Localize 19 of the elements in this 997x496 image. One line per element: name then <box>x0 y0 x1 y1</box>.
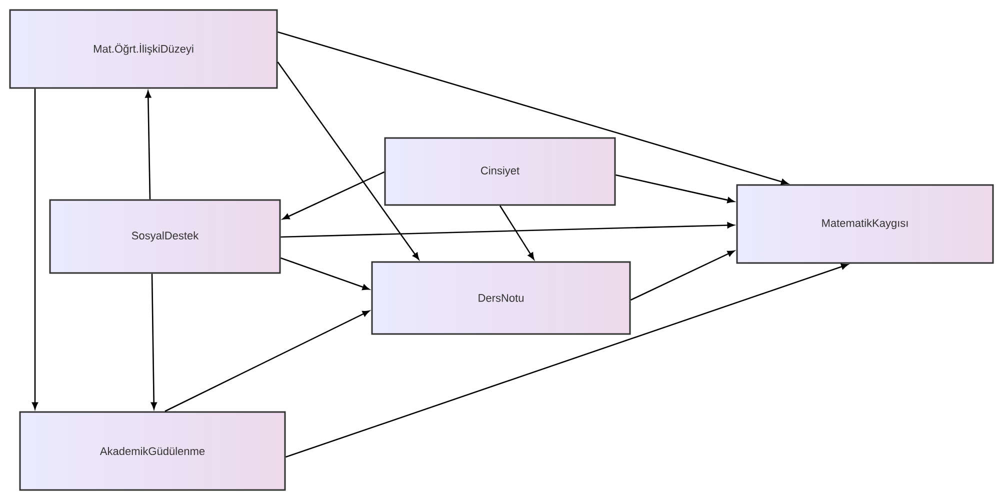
variable-box: SosyalDestek <box>49 199 281 274</box>
arrow <box>280 257 370 290</box>
arrow <box>277 62 420 260</box>
variable-box: DersNotu <box>371 261 631 335</box>
variable-box: AkademikGüdülenme <box>19 411 286 491</box>
arrow <box>150 274 157 410</box>
variable-box: Mat.Öğrt.İlişkiDüzeyi <box>9 9 278 89</box>
arrow <box>280 222 734 238</box>
arrow <box>278 31 788 185</box>
arrow <box>32 88 38 410</box>
arrow <box>616 174 734 204</box>
arrow <box>630 250 735 301</box>
arrow <box>145 90 152 200</box>
arrow <box>499 205 534 260</box>
arrow <box>282 171 385 220</box>
variable-box: MatematikKaygısı <box>736 184 994 264</box>
variable-box: Cinsiyet <box>384 137 616 206</box>
arrow <box>164 310 370 412</box>
arrow <box>286 264 848 458</box>
